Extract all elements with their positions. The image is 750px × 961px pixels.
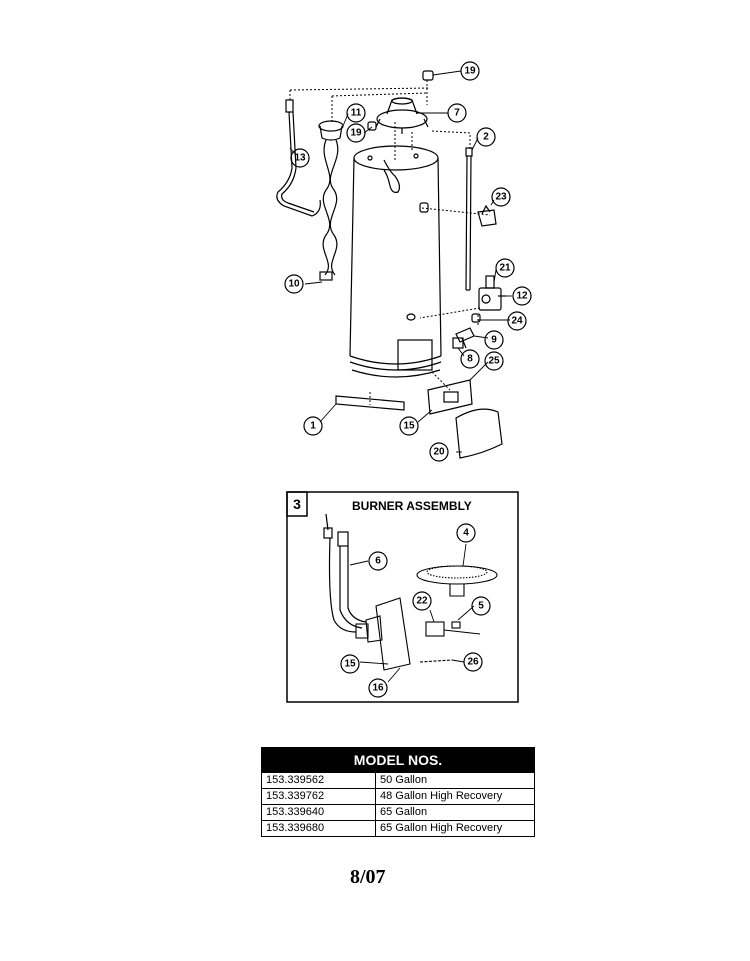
callout-21: 21 bbox=[499, 263, 511, 274]
part-24-knob bbox=[471, 313, 481, 323]
callout-16: 16 bbox=[372, 683, 384, 694]
callout-circles bbox=[284, 61, 532, 462]
model-number-cell: 153.339680 bbox=[261, 820, 376, 837]
model-number-cell: 153.339762 bbox=[261, 788, 376, 805]
model-numbers-table: MODEL NOS. 153.339562 50 Gallon 153.3397… bbox=[261, 747, 535, 837]
callout-20: 20 bbox=[433, 447, 445, 458]
part-2-dip-tube-right bbox=[465, 147, 473, 291]
model-table-header-row: MODEL NOS. bbox=[261, 747, 535, 773]
part-26-thermocouple bbox=[419, 659, 453, 663]
part-22-pilot-assembly bbox=[425, 621, 481, 637]
callout-24: 24 bbox=[511, 316, 523, 327]
callout-26: 26 bbox=[467, 657, 479, 668]
callout-9: 9 bbox=[491, 335, 497, 346]
model-number-cell: 153.339562 bbox=[261, 772, 376, 789]
burner-callout-leaders bbox=[349, 543, 475, 683]
callout-22: 22 bbox=[416, 596, 428, 607]
burner-assembly-title: BURNER ASSEMBLY bbox=[352, 499, 472, 513]
flue-baffle bbox=[383, 159, 401, 193]
burner-inset-number: 3 bbox=[293, 496, 301, 512]
model-description-cell: 65 Gallon High Recovery bbox=[375, 820, 535, 837]
burner-inset-frame bbox=[286, 491, 519, 703]
callout-25: 25 bbox=[488, 356, 500, 367]
part-7-flue-cap bbox=[375, 97, 429, 134]
callout-23: 23 bbox=[495, 192, 507, 203]
part-4-burner bbox=[416, 565, 498, 597]
part-13-dip-tube bbox=[276, 99, 321, 217]
part-20-outer-door bbox=[455, 408, 503, 459]
tank-body bbox=[349, 145, 442, 378]
part-11-drain-fitting bbox=[318, 120, 344, 141]
callout-11: 11 bbox=[351, 108, 362, 119]
burner-inset-number-box bbox=[286, 491, 308, 517]
part-8-nipple bbox=[452, 337, 464, 349]
model-description-cell: 65 Gallon bbox=[375, 804, 535, 821]
part-10-anode-tip bbox=[319, 271, 333, 281]
callout-4: 4 bbox=[463, 528, 469, 539]
part-6-manifold-tube bbox=[323, 513, 367, 633]
part-19-plug bbox=[422, 70, 434, 81]
callout-6: 6 bbox=[375, 556, 381, 567]
callout-8: 8 bbox=[467, 354, 473, 365]
table-row: 153.339762 48 Gallon High Recovery bbox=[261, 788, 535, 805]
callout-13: 13 bbox=[294, 153, 306, 164]
part-23-relief-valve bbox=[477, 204, 497, 227]
table-row: 153.339562 50 Gallon bbox=[261, 772, 535, 789]
callout-10: 10 bbox=[288, 279, 300, 290]
burner-callout-circles bbox=[340, 523, 491, 698]
revision-date: 8/07 bbox=[350, 866, 386, 888]
model-description-cell: 48 Gallon High Recovery bbox=[375, 788, 535, 805]
callout-12: 12 bbox=[516, 291, 528, 302]
model-number-cell: 153.339640 bbox=[261, 804, 376, 821]
model-description-cell: 50 Gallon bbox=[375, 772, 535, 789]
model-table-header: MODEL NOS. bbox=[261, 747, 535, 773]
callout-7: 7 bbox=[454, 108, 460, 119]
part-12-gas-control-valve bbox=[478, 275, 506, 311]
callout-19: 19 bbox=[350, 128, 362, 139]
callout-15-burner: 15 bbox=[344, 659, 356, 670]
callout-19-top: 19 bbox=[464, 66, 476, 77]
part-1-skirt-bracket bbox=[335, 395, 405, 411]
part-10-anode-rod bbox=[322, 139, 339, 276]
callout-5: 5 bbox=[478, 601, 484, 612]
table-row: 153.339680 65 Gallon High Recovery bbox=[261, 820, 535, 837]
part-19-small-plug bbox=[367, 121, 377, 131]
callout-1: 1 bbox=[310, 421, 316, 432]
part-25-inner-door bbox=[427, 379, 473, 415]
callout-15: 15 bbox=[403, 421, 415, 432]
table-row: 153.339640 65 Gallon bbox=[261, 804, 535, 821]
callout-2: 2 bbox=[483, 132, 489, 143]
part-16-burner-door bbox=[355, 597, 411, 671]
burner-assembly-inset bbox=[286, 491, 519, 703]
